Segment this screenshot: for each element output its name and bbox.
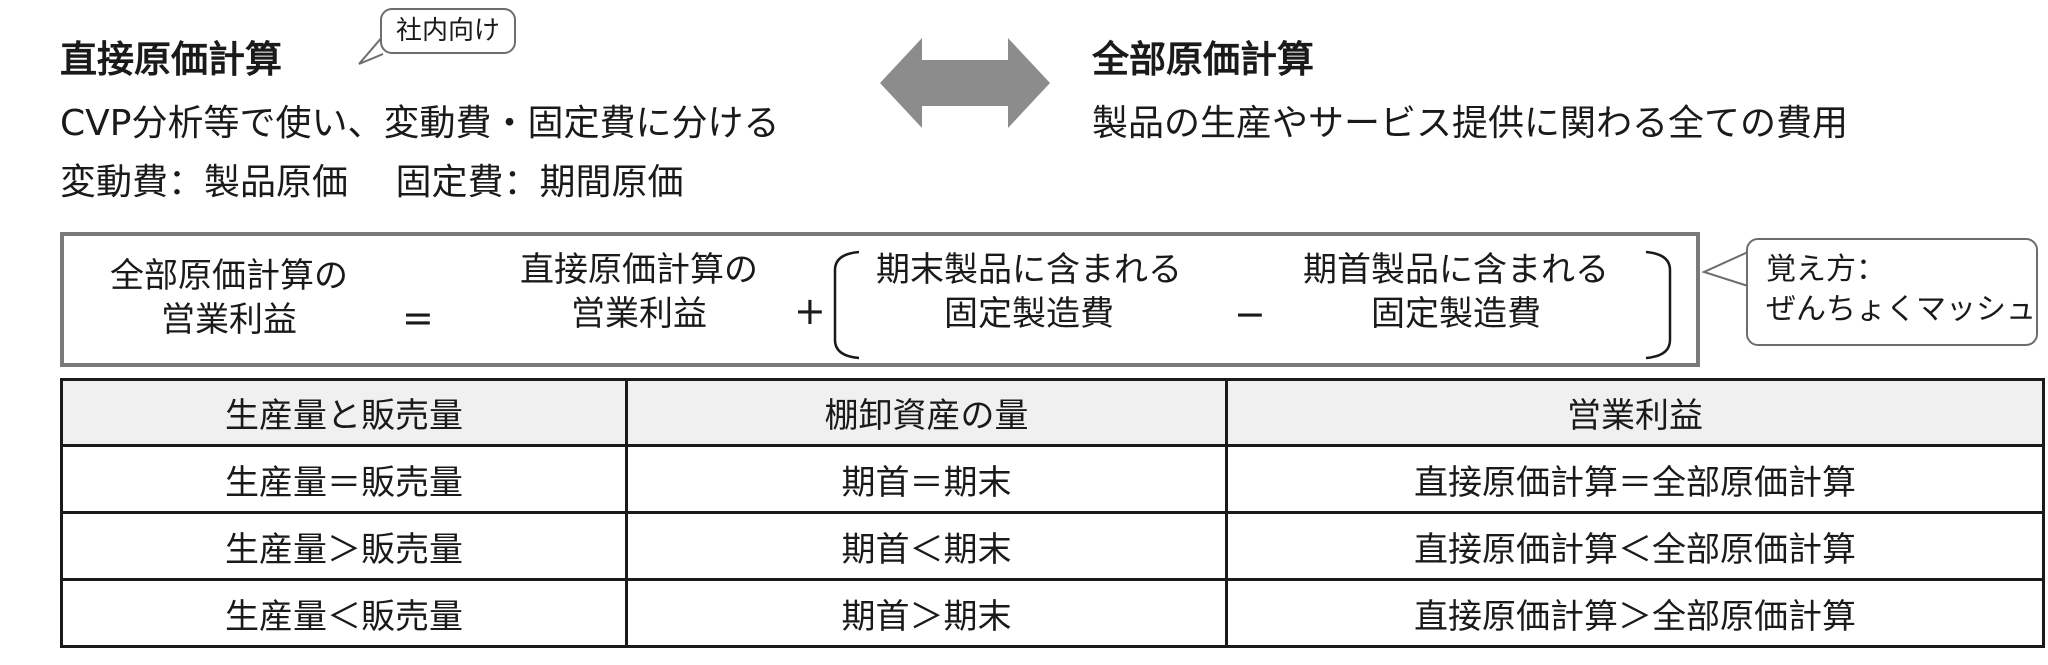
memory-tip-phrase: ぜんちょくマッシュ: [1766, 292, 2036, 327]
internal-use-tag: 社内向け: [380, 8, 517, 54]
double-arrow-icon: [880, 38, 1050, 128]
formula-term-ending: 期末製品に含まれる 固定製造費: [859, 248, 1199, 336]
table-cell: 生産量＞販売量: [60, 511, 628, 581]
header-inventory: 棚卸資産の量: [625, 378, 1228, 447]
table-row: 生産量＞販売量 期首＜期末 直接原価計算＜全部原価計算: [60, 511, 2045, 581]
left-paren: [833, 250, 860, 360]
formula-term-beginning-line2: 固定製造費: [1371, 294, 1541, 334]
minus-sign: −: [1234, 292, 1266, 336]
memo-pointer: [1701, 251, 1749, 287]
formula-lhs-line2: 営業利益: [161, 300, 297, 340]
direct-costing-description: CVP分析等で使い、変動費・固定費に分ける: [60, 103, 780, 144]
table-cell: 生産量＜販売量: [60, 578, 628, 648]
formula-lhs: 全部原価計算の 営業利益: [84, 254, 374, 342]
formula-term-ending-line1: 期末製品に含まれる: [876, 250, 1182, 290]
table-header-row: 生産量と販売量 棚卸資産の量 営業利益: [60, 378, 2045, 447]
equals-sign: =: [402, 296, 434, 340]
memory-tip-bubble: 覚え方： ぜんちょくマッシュ: [1746, 238, 2038, 346]
cost-classification-line: 変動費：製品原価 固定費：期間原価: [60, 162, 684, 203]
table-cell: 直接原価計算＜全部原価計算: [1225, 511, 2045, 581]
formula-term-beginning-line1: 期首製品に含まれる: [1303, 250, 1609, 290]
formula-term-beginning: 期首製品に含まれる 固定製造費: [1286, 248, 1626, 336]
memory-tip-label: 覚え方：: [1766, 252, 1886, 287]
formula-term-direct: 直接原価計算の 営業利益: [469, 248, 809, 336]
table-cell: 生産量＝販売量: [60, 444, 628, 514]
table-cell: 期首＞期末: [625, 578, 1228, 648]
tag-pointer: [358, 35, 384, 65]
formula-term-ending-line2: 固定製造費: [944, 294, 1114, 334]
header-operating-profit: 営業利益: [1225, 378, 2045, 447]
table-cell: 期首＜期末: [625, 511, 1228, 581]
comparison-table: 生産量と販売量 棚卸資産の量 営業利益 生産量＝販売量 期首＝期末 直接原価計算…: [60, 378, 2045, 648]
plus-sign: +: [794, 289, 826, 333]
absorption-costing-description: 製品の生産やサービス提供に関わる全ての費用: [1092, 103, 1849, 144]
table-cell: 直接原価計算＞全部原価計算: [1225, 578, 2045, 648]
table-row: 生産量＝販売量 期首＝期末 直接原価計算＝全部原価計算: [60, 444, 2045, 514]
header-production-sales: 生産量と販売量: [60, 378, 628, 447]
formula-term-direct-line1: 直接原価計算の: [520, 250, 758, 290]
direct-costing-title: 直接原価計算: [60, 38, 282, 81]
formula-lhs-line1: 全部原価計算の: [110, 256, 348, 296]
table-row: 生産量＜販売量 期首＞期末 直接原価計算＞全部原価計算: [60, 578, 2045, 648]
right-paren: [1645, 250, 1672, 360]
table-cell: 直接原価計算＝全部原価計算: [1225, 444, 2045, 514]
table-cell: 期首＝期末: [625, 444, 1228, 514]
absorption-costing-title: 全部原価計算: [1092, 38, 1314, 81]
profit-formula-box: 全部原価計算の 営業利益 = 直接原価計算の 営業利益 + 期末製品に含まれる …: [60, 232, 1700, 367]
formula-term-direct-line2: 営業利益: [571, 294, 707, 334]
